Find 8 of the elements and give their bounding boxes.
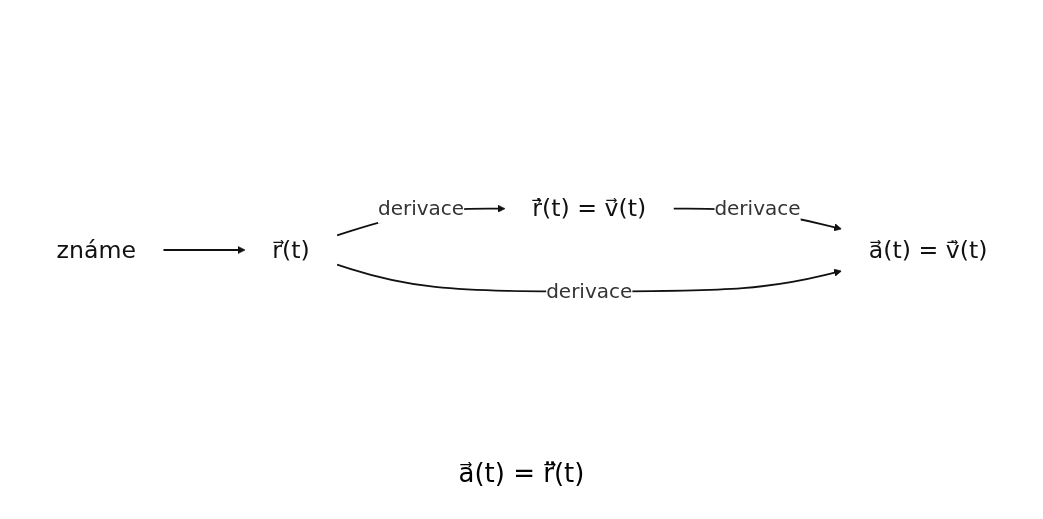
edge-label: derivace [713, 196, 801, 220]
node-text: r⃗(t) [271, 235, 310, 263]
node-text: a⃗(t) = v̇⃗(t) [868, 235, 987, 263]
edge-label: derivace [377, 196, 464, 220]
formula-label: a⃗(t) = r̈⃗(t) [458, 457, 585, 488]
edge-label: derivace [545, 279, 632, 303]
arrow [161, 245, 245, 254]
node-text: známe [56, 235, 136, 263]
